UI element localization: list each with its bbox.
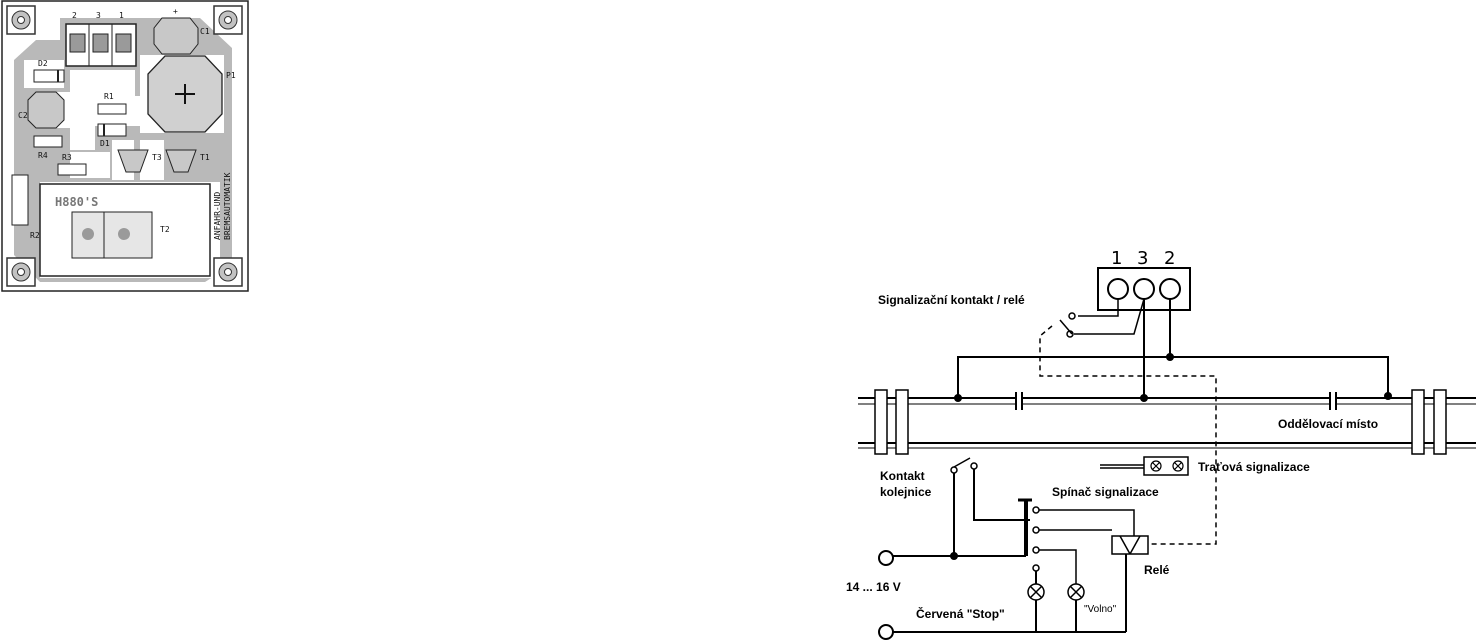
capacitor-c1 (153, 17, 199, 55)
label-rail-contact: kolejnice (880, 485, 932, 499)
label-r4: R4 (38, 151, 48, 160)
pcb-terminal-block: 2 3 1 (65, 11, 137, 67)
label-r2: R2 (30, 231, 40, 240)
label-signal-contact: Signalizační kontakt / relé (878, 293, 1025, 307)
diode-d1 (97, 123, 127, 137)
track (858, 392, 1476, 449)
label-red-stop: Červená "Stop" (916, 606, 1005, 621)
terminal-label: 1 (119, 11, 124, 20)
label-free: "Volno" (1084, 604, 1117, 615)
terminal-number: 2 (1164, 248, 1175, 269)
label-signal-switch: Spínač signalizace (1052, 485, 1159, 499)
label-d1: D1 (100, 139, 110, 148)
label-p1: P1 (226, 71, 236, 80)
terminal-number: 1 (1111, 248, 1122, 269)
label-t3: T3 (152, 153, 162, 162)
label-track-signal: Traťová signalizace (1198, 460, 1310, 474)
diode-d2 (33, 69, 65, 83)
label-separation-point: Oddělovací místo (1278, 417, 1378, 431)
label-rail-contact: Kontakt (880, 469, 925, 483)
transistor-t1 (165, 149, 197, 173)
pcb-side-text: ANFAHR-UND (213, 192, 222, 240)
relay-marking: H880'S (55, 195, 98, 209)
terminal-number: 3 (1137, 248, 1148, 269)
label-c2: C2 (18, 111, 28, 120)
terminal-label: 2 (72, 11, 77, 20)
pcb-mounting-holes (6, 5, 243, 287)
relay-outline (39, 183, 211, 277)
track-sleepers (874, 389, 1447, 455)
schematic: 1 3 2 Signalizační kontakt / relé (846, 248, 1476, 640)
label-relay: Relé (1144, 563, 1170, 577)
capacitor-c2 (27, 91, 65, 129)
label-t2: T2 (160, 225, 170, 234)
label-c1: C1 (200, 27, 210, 36)
resistor-r1 (97, 103, 127, 115)
label-voltage: 14 ... 16 V (846, 580, 901, 594)
resistor-r2 (11, 174, 29, 226)
terminal-label: 3 (96, 11, 101, 20)
pcb-side-text: BREMSAUTOMATIK (223, 172, 232, 240)
label-r3: R3 (62, 153, 72, 162)
pcb-layout: 2 3 1 + C1 P1 D2 C2 R1 D1 R4 R3 T3 (1, 0, 249, 292)
resistor-r3 (57, 163, 87, 176)
svg-text:+: + (173, 7, 178, 16)
label-t1: T1 (200, 153, 210, 162)
label-r1: R1 (104, 92, 114, 101)
resistor-r4 (33, 135, 63, 148)
transistor-t3 (117, 149, 149, 173)
label-d2: D2 (38, 59, 48, 68)
relay-coil-symbol (1111, 535, 1149, 555)
